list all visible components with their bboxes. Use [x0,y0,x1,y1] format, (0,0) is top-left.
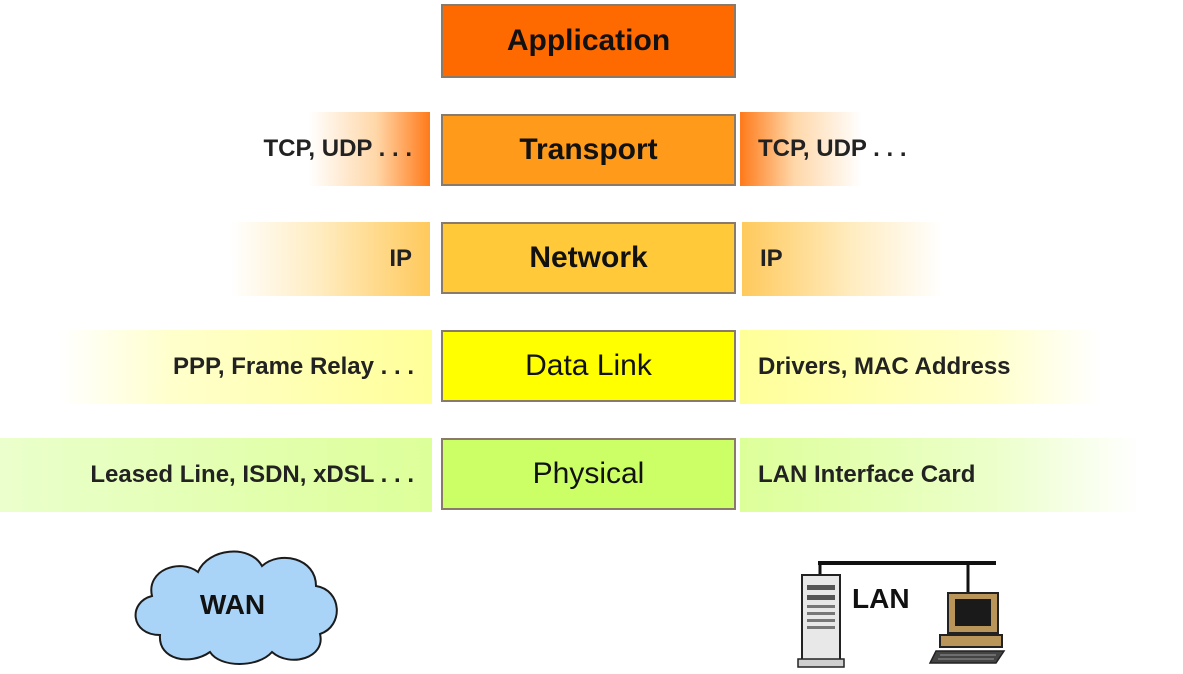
lan-transport-protocols: TCP, UDP . . . [740,112,1010,186]
layer-network: Network [441,222,736,294]
lan-physical-protocols: LAN Interface Card [740,438,1140,512]
layer-physical: Physical [441,438,736,510]
lan-data-link-protocols: Drivers, MAC Address [740,330,1100,404]
wan-label: WAN [199,589,266,620]
wan-physical-protocols: Leased Line, ISDN, xDSL . . . [0,438,432,512]
lan-illustration: LAN [790,555,1020,670]
cloud-icon [134,550,338,665]
wan-transport-protocols: TCP, UDP . . . [160,112,430,186]
layer-application: Application [441,4,736,78]
wan-network-protocols: IP [230,222,430,296]
layer-data-link: Data Link [441,330,736,402]
server-icon [797,574,845,668]
wan-cloud: WAN [120,540,345,670]
lan-network-protocols: IP [742,222,942,296]
layer-transport: Transport [441,114,736,186]
lan-label: LAN [852,583,910,614]
lan-network-icon [797,561,1006,668]
wan-data-link-protocols: PPP, Frame Relay . . . [60,330,432,404]
computer-icon [928,592,1006,664]
